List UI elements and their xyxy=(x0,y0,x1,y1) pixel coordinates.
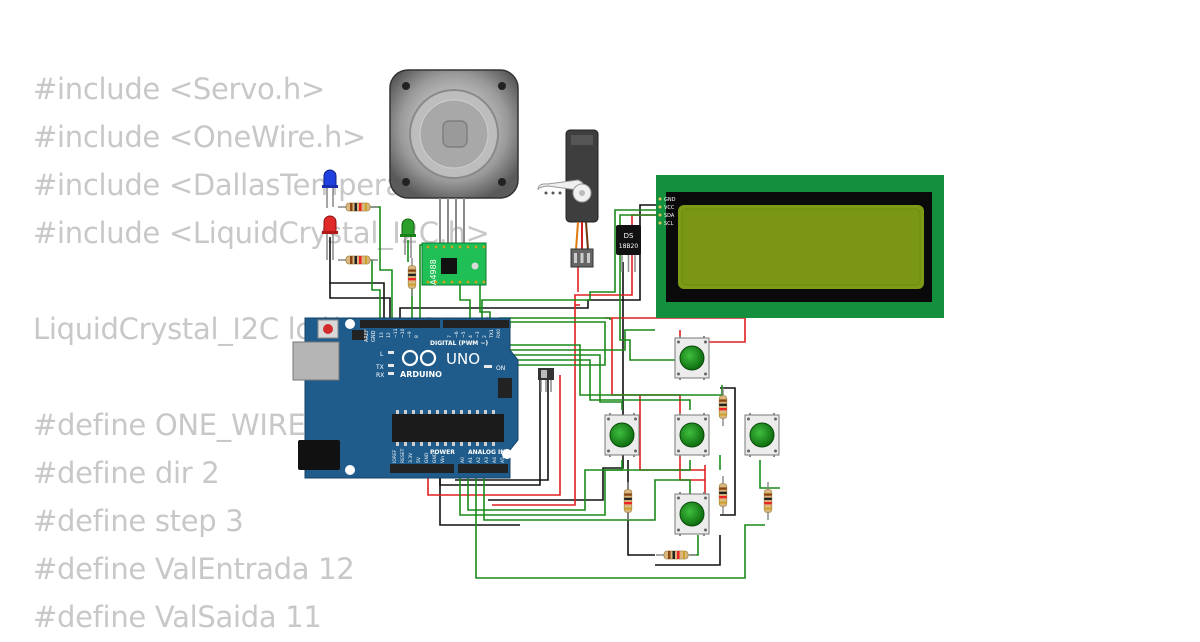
pushbutton xyxy=(604,413,640,457)
pushbutton xyxy=(674,492,710,536)
lcd-pin-sda: SDA xyxy=(664,213,675,219)
digital-pin-labels: 13 12 ~11 ~10 ~9 8 7 ~6 ~5 4 ~3 2 TX1 RX… xyxy=(379,328,502,339)
pushbutton xyxy=(674,336,710,380)
pushbutton xyxy=(674,413,710,457)
gnd-label: GND xyxy=(371,330,377,342)
resistor xyxy=(718,388,728,426)
lcd-pin-gnd: GND xyxy=(664,197,676,203)
digital-pin-label: ~5 xyxy=(461,331,467,338)
digital-pin-label: 4 xyxy=(468,335,474,338)
arduino-logo xyxy=(401,349,437,367)
analog-pin-label: A3 xyxy=(484,457,490,463)
code-line: #define step 3 xyxy=(33,504,244,538)
on-label: ON xyxy=(496,365,505,372)
resistor xyxy=(407,258,417,296)
resistor xyxy=(338,202,378,212)
led-blue xyxy=(322,169,338,208)
analog-pin-label: A4 xyxy=(492,457,498,463)
power-pin-label: GND xyxy=(432,452,438,463)
code-line: #define ValSaida 11 xyxy=(33,600,322,634)
power-pin-label: Vin xyxy=(440,456,446,463)
digital-pin-label: ~9 xyxy=(407,331,413,338)
resistor xyxy=(623,482,633,520)
power-pin-label: 5V xyxy=(416,456,422,463)
digital-pin-label: 7 xyxy=(447,335,453,338)
driver-label: A4988 xyxy=(429,259,438,285)
code-line: #define dir 2 xyxy=(33,456,220,490)
digital-pin-label: ~10 xyxy=(400,328,406,338)
slide-switch xyxy=(538,368,554,392)
pin-rx-label: RX xyxy=(376,372,384,379)
arduino-brand: ARDUINO xyxy=(400,370,442,379)
power-pin-label: GND xyxy=(424,452,430,463)
lcd-pin-vcc: VCC xyxy=(664,205,675,211)
analog-pin-label: A1 xyxy=(468,457,474,463)
a4988-driver: A4988 xyxy=(421,242,487,286)
led-red xyxy=(322,215,338,260)
digital-pin-label: TX1 xyxy=(489,329,495,339)
pin-l-label: L xyxy=(380,351,384,358)
code-line: #include <OneWire.h> xyxy=(33,120,367,154)
power-label: POWER xyxy=(430,449,455,456)
code-line: #include <Servo.h> xyxy=(33,72,325,106)
lcd-pin-scl: SCL xyxy=(664,221,674,227)
analog-pin-label: A5 xyxy=(500,457,506,463)
digital-pin-label: RX0 xyxy=(496,329,502,338)
led-green xyxy=(400,218,416,258)
digital-pin-label: 12 xyxy=(386,332,392,338)
power-pin-labels: IOREF RESET 3.3V 5V GND GND Vin xyxy=(392,448,446,463)
analog-pin-label: A2 xyxy=(476,457,482,463)
analog-pin-labels: A0 A1 A2 A3 A4 A5 xyxy=(460,457,506,463)
power-pin-label: RESET xyxy=(400,448,406,463)
resistor xyxy=(718,476,728,514)
digital-pin-label: ~6 xyxy=(454,331,460,338)
digital-label: DIGITAL (PWM ~) xyxy=(430,340,488,347)
aref-label: AREF xyxy=(364,329,370,342)
ds18b20-sensor: DS 18B20 xyxy=(616,225,641,272)
sensor-label-line2: 18B20 xyxy=(619,243,639,250)
power-pin-label: IOREF xyxy=(392,449,398,463)
analog-label: ANALOG IN xyxy=(468,449,505,456)
analog-pin-label: A0 xyxy=(460,457,466,463)
sensor-label-line1: DS xyxy=(624,232,634,240)
lcd-display: GND VCC SDA SCL xyxy=(656,175,944,318)
code-line: #define ValEntrada 12 xyxy=(33,552,355,586)
digital-pin-label: 8 xyxy=(414,335,420,338)
resistor xyxy=(655,550,697,560)
digital-pin-label: 2 xyxy=(482,335,488,338)
power-pin-label: 3.3V xyxy=(408,452,414,463)
digital-pin-label: ~11 xyxy=(393,328,399,338)
stepper-motor xyxy=(389,69,519,245)
pin-tx-label: TX xyxy=(375,364,384,371)
servo-motor xyxy=(537,129,599,268)
digital-pin-label: 13 xyxy=(379,332,385,338)
arduino-model: UNO xyxy=(446,350,480,368)
digital-pin-label: ~3 xyxy=(475,331,481,338)
pushbutton xyxy=(744,413,780,457)
arduino-uno: UNO ARDUINO DIGITAL (PWM ~) POWER ANALOG… xyxy=(292,317,519,479)
